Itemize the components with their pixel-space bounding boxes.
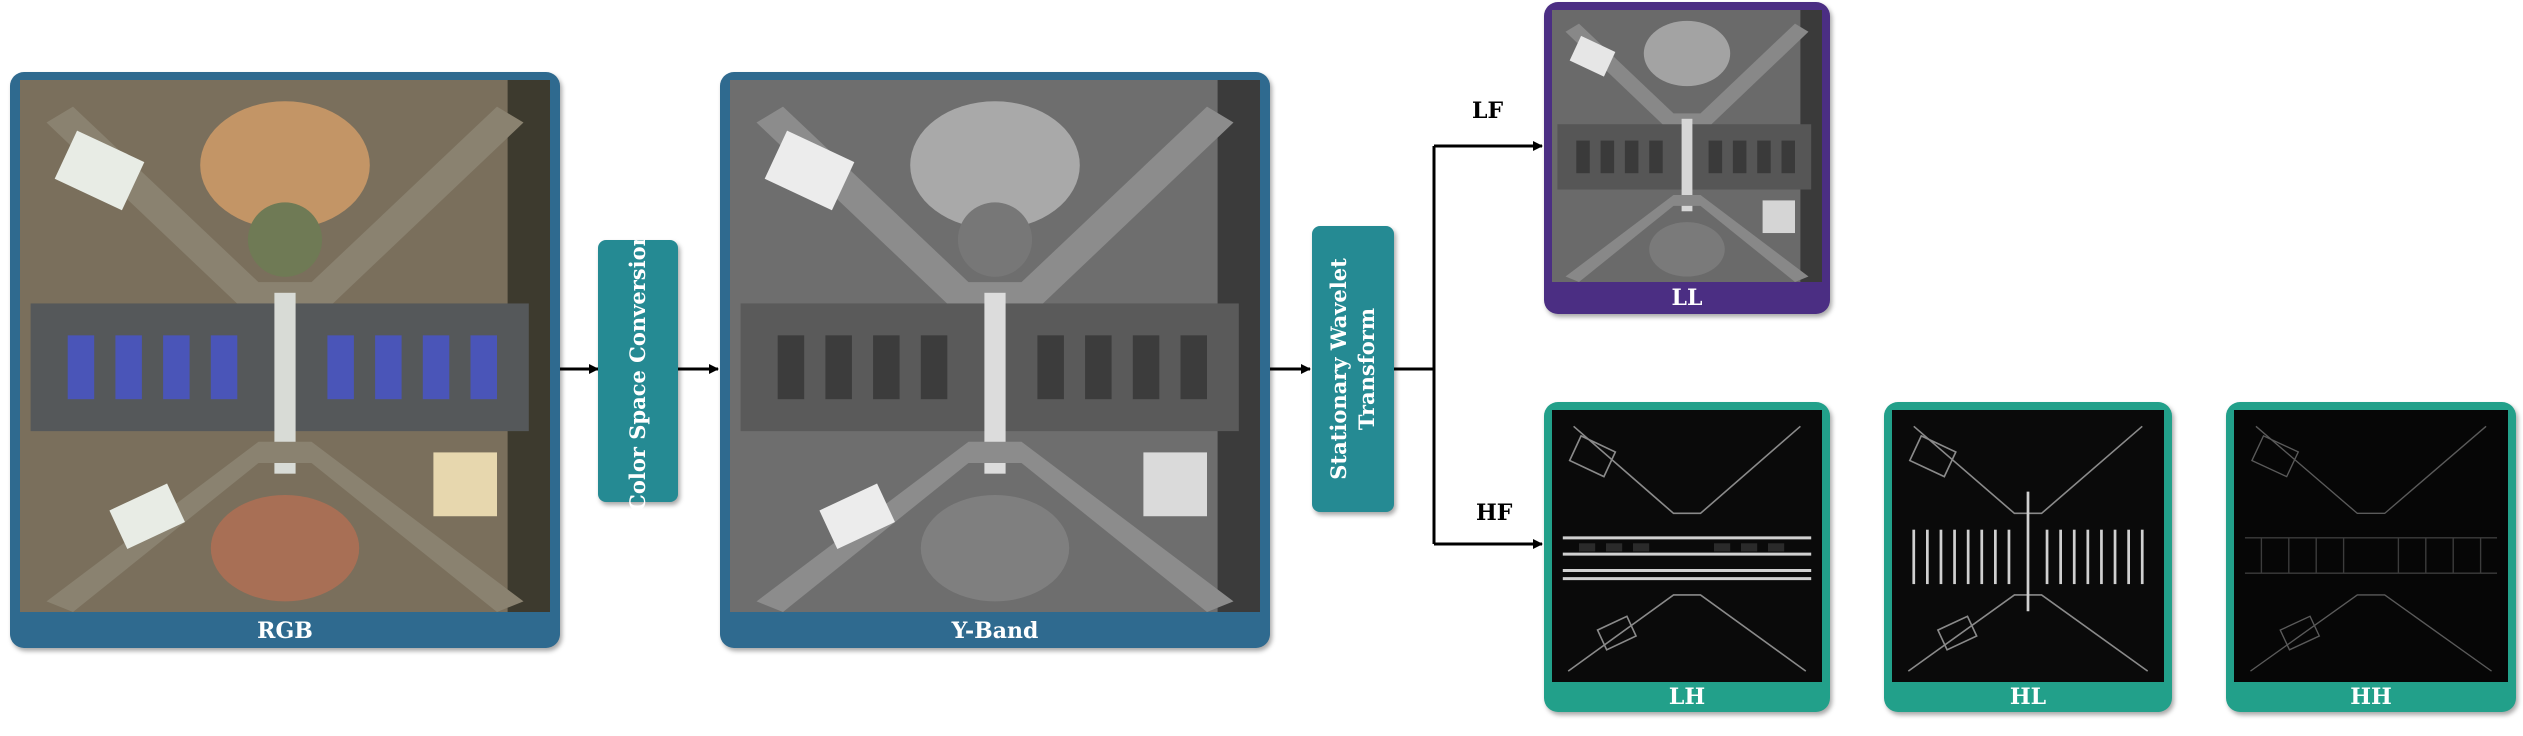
rgb-caption: RGB bbox=[257, 618, 313, 644]
lh-panel: LH bbox=[1544, 402, 1830, 712]
color-space-conversion-label: Color Space Conversion bbox=[625, 231, 650, 511]
hh-panel: HH bbox=[2226, 402, 2516, 712]
hl-image bbox=[1892, 410, 2164, 682]
hl-caption: HL bbox=[2009, 684, 2047, 710]
hf-label: HF bbox=[1476, 500, 1513, 526]
stationary-wavelet-transform-box: Stationary Wavelet Transform bbox=[1312, 226, 1394, 512]
swt-label-line1: Stationary Wavelet bbox=[1326, 258, 1352, 480]
color-space-conversion-box: Color Space Conversion bbox=[598, 231, 678, 511]
yband-image bbox=[730, 80, 1260, 612]
hh-image bbox=[2234, 410, 2508, 682]
yband-panel: Y-Band bbox=[720, 72, 1270, 648]
ll-image bbox=[1552, 10, 1822, 282]
rgb-image bbox=[20, 80, 550, 612]
rgb-panel: RGB bbox=[10, 72, 560, 648]
swt-label-line2: Transform bbox=[1354, 307, 1380, 431]
hh-caption: HH bbox=[2350, 684, 2392, 710]
ll-caption: LL bbox=[1671, 285, 1703, 311]
yband-caption: Y-Band bbox=[951, 618, 1039, 644]
lf-label: LF bbox=[1472, 98, 1504, 124]
ll-panel: LL bbox=[1544, 2, 1830, 314]
lh-caption: LH bbox=[1668, 684, 1706, 710]
stationary-wavelet-transform-label: Stationary Wavelet Transform bbox=[1325, 258, 1381, 480]
lh-image bbox=[1552, 410, 1822, 682]
hl-panel: HL bbox=[1884, 402, 2172, 712]
connector-swt-split bbox=[1394, 146, 1436, 544]
